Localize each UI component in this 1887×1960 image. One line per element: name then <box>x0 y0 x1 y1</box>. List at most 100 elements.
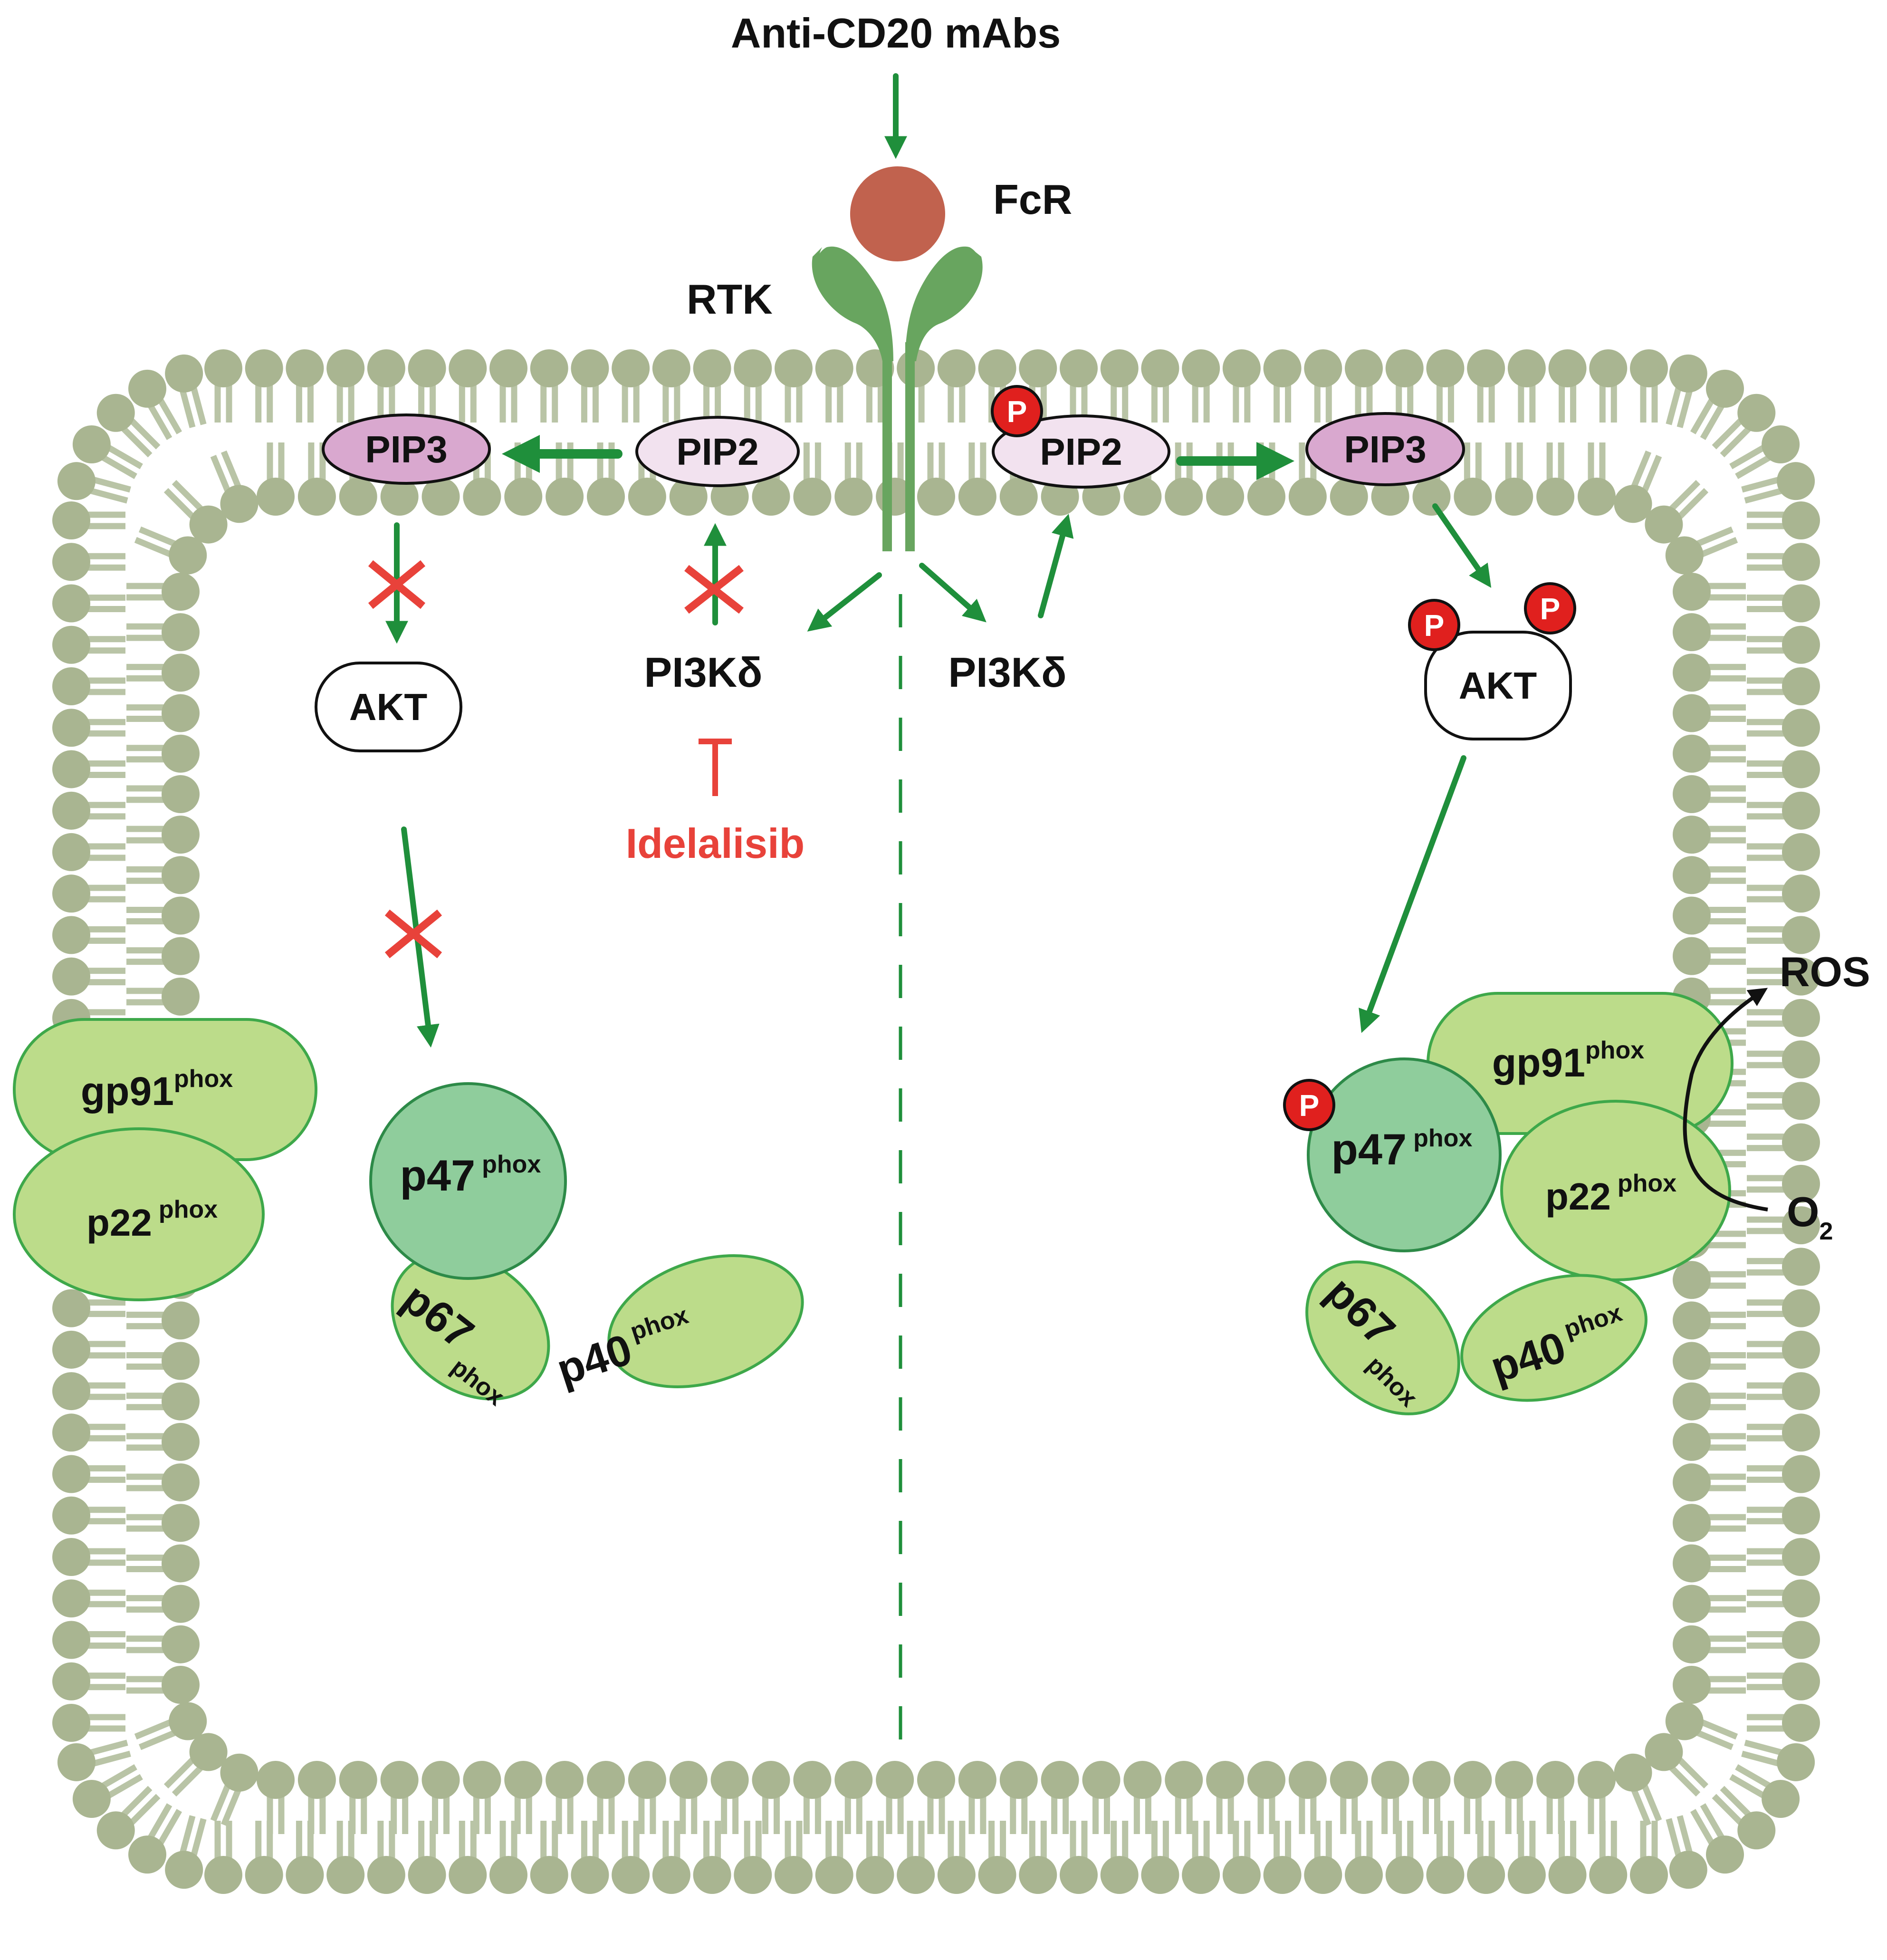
lipid-head <box>1467 349 1505 387</box>
lipid-tail <box>145 1803 172 1844</box>
lipid-head <box>297 1761 336 1799</box>
lipid-tail <box>178 1815 196 1858</box>
phospho-akt-left: P <box>1408 599 1460 651</box>
lipid-head <box>52 1621 90 1659</box>
lipid-tail <box>210 1779 233 1822</box>
lipid-tail <box>139 526 181 549</box>
lipid-head <box>917 1761 955 1799</box>
lipid-head <box>1673 734 1711 773</box>
akt-right: AKT <box>1424 631 1572 740</box>
lipid-head <box>775 349 813 387</box>
lipid-head <box>546 1761 584 1799</box>
lipid-head <box>876 1761 914 1799</box>
lipid-head <box>1507 1856 1546 1894</box>
arrow-o2-to-ros <box>1683 988 1768 1211</box>
lipid-head <box>587 1761 625 1799</box>
block-cross-akt-p47 <box>384 909 442 959</box>
lipid-tail <box>1666 1818 1683 1861</box>
lipid-head <box>1630 1856 1668 1894</box>
lipid-tail <box>189 382 207 425</box>
lipid-tail <box>1735 452 1775 480</box>
lipid-head <box>380 478 419 516</box>
lipid-head <box>546 478 584 516</box>
lipid-head <box>1782 1621 1820 1659</box>
lipid-head <box>1762 1780 1800 1818</box>
lipid-tail <box>97 1764 137 1791</box>
lipid-head <box>999 478 1038 516</box>
lipid-head <box>1669 354 1707 393</box>
lipid-tail <box>1741 1750 1784 1768</box>
lipid-head <box>958 1761 996 1799</box>
lipid-head <box>1665 536 1704 575</box>
lipid-head <box>1673 1382 1711 1421</box>
lipid-head <box>1578 1761 1616 1799</box>
lipid-head <box>52 750 90 788</box>
lipid-tail <box>1741 475 1784 493</box>
lipid-head <box>52 874 90 913</box>
lipid-tail <box>189 1818 207 1861</box>
lipid-head <box>204 349 242 387</box>
lipid-head <box>162 856 200 894</box>
lipid-head <box>1467 1856 1505 1894</box>
lipid-head <box>52 1413 90 1452</box>
lipid-head <box>204 1856 242 1894</box>
lipid-head <box>489 349 527 387</box>
fcr-label: FcR <box>993 176 1072 223</box>
lipid-head <box>1782 1289 1820 1327</box>
lipid-head <box>504 478 543 516</box>
lipid-head <box>1673 1625 1711 1663</box>
rtk-receptor <box>812 246 983 551</box>
lipid-head <box>1426 349 1465 387</box>
lipid-head <box>1782 543 1820 581</box>
lipid-head <box>752 1761 790 1799</box>
lipid-tail <box>134 537 176 559</box>
lipid-head <box>530 349 568 387</box>
lipid-head <box>165 1851 203 1889</box>
lipid-head <box>1669 1851 1707 1889</box>
lipid-head <box>96 394 135 432</box>
lipid-head <box>652 349 690 387</box>
lipid-head <box>1371 478 1409 516</box>
arrow-pip3-to-akt-right <box>1432 503 1492 588</box>
lipid-head <box>1589 1856 1628 1894</box>
lipid-head <box>937 349 976 387</box>
lipid-head <box>52 1330 90 1369</box>
lipid-head <box>1782 667 1820 705</box>
lipid-head <box>1454 478 1492 516</box>
lipid-head <box>834 478 873 516</box>
lipid-head <box>1304 1856 1342 1894</box>
lipid-head <box>710 478 749 516</box>
lipid-head <box>162 734 200 773</box>
lipid-tail <box>88 1750 131 1768</box>
lipid-tail <box>1674 1754 1709 1789</box>
lipid-head <box>1589 349 1628 387</box>
lipid-head <box>1673 937 1711 975</box>
lipid-head <box>1782 1579 1820 1618</box>
lipid-head <box>1507 349 1546 387</box>
lipid-head <box>380 1761 419 1799</box>
lipid-head <box>421 478 460 516</box>
lipid-head <box>52 709 90 747</box>
idelalisib-label: Idelalisib <box>626 820 805 867</box>
lipid-head <box>162 896 200 935</box>
lipid-head <box>1673 1585 1711 1623</box>
lipid-head <box>257 478 295 516</box>
lipid-tail <box>125 414 161 450</box>
lipid-tail <box>1629 450 1652 492</box>
lipid-head <box>162 573 200 611</box>
lipid-head <box>169 1702 207 1740</box>
lipid-tail <box>139 1728 181 1750</box>
lipid-head <box>1165 1761 1203 1799</box>
lipid-head <box>1182 349 1220 387</box>
akt-left-label: AKT <box>349 686 428 728</box>
lipid-head <box>1782 916 1820 954</box>
lipid-tail <box>1712 1794 1747 1829</box>
lipid-head <box>1737 1811 1776 1850</box>
lipid-head <box>1614 485 1652 523</box>
lipid-head <box>1222 349 1261 387</box>
lipid-head <box>1782 874 1820 913</box>
lipid-head <box>52 1538 90 1576</box>
lipid-head <box>52 791 90 830</box>
lipid-tail <box>1696 537 1738 559</box>
